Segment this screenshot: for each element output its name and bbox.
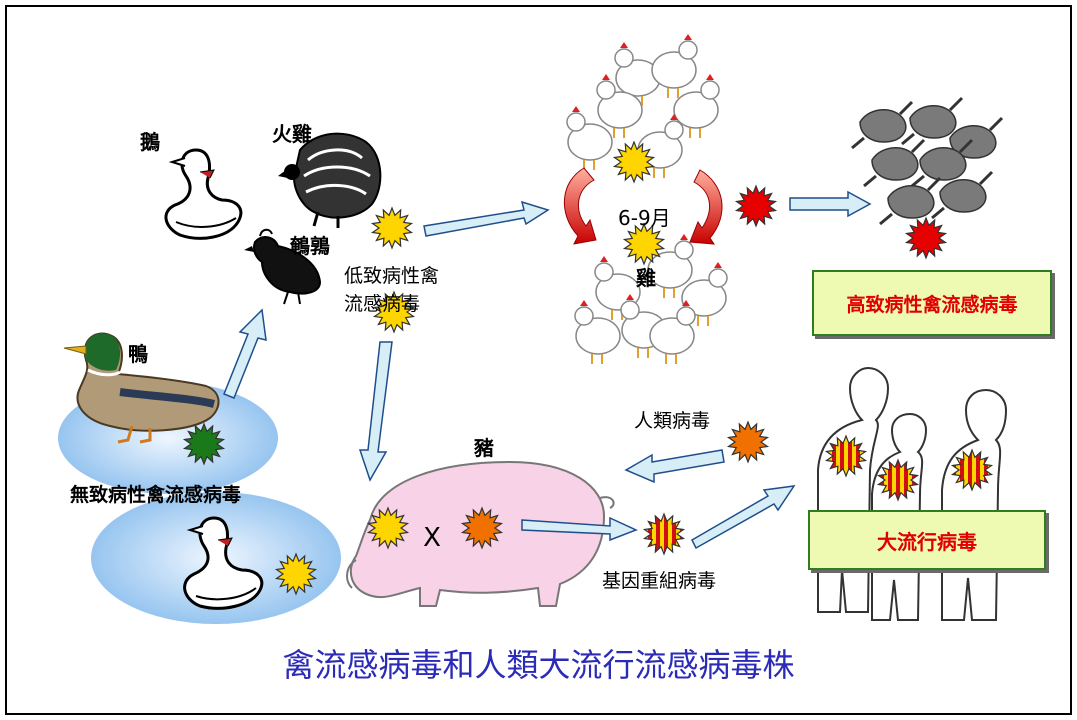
virus-human-in-pig-icon [460, 506, 504, 550]
arrows [223, 190, 872, 550]
arrow-reassortant-to-humans [691, 485, 796, 550]
label-goose: 鵝 [140, 130, 160, 154]
label-chicken: 雞 [636, 266, 656, 290]
human-silhouettes [817, 366, 1008, 621]
virus-in-chickens-lower-icon [622, 222, 666, 266]
virus-reassortant-human-3-icon [950, 448, 994, 492]
virus-reassortant-human-2-icon [876, 458, 920, 502]
slide-title: 禽流感病毒和人類大流行流感病毒株 [282, 646, 795, 684]
virus-avirulent-duck-icon [182, 422, 226, 466]
virus-goose-pond-icon [274, 552, 318, 596]
virus-in-chickens-upper-icon [612, 140, 656, 184]
slide-frame [5, 5, 1072, 715]
virus-avian-in-pig-icon [366, 506, 410, 550]
arrow-lpai-to-chicken [423, 200, 550, 237]
arrow-lpai-to-pig [358, 341, 393, 482]
label-lpai-virus: 低致病性禽 流感病毒 [344, 265, 440, 315]
virus-hpai-emerging-icon [734, 184, 778, 228]
cycle-arrow-left [564, 167, 597, 245]
label-pig: 豬 [474, 436, 494, 460]
virus-hpai-dead-chickens-icon [904, 216, 948, 260]
hpai-box: 高致病性禽流感病毒 [812, 270, 1052, 336]
arrow-human-virus-to-pig [624, 449, 725, 484]
label-turkey: 火雞 [272, 122, 312, 146]
virus-lpai-label-icon [372, 290, 416, 334]
label-duck: 鴨 [128, 342, 148, 366]
pandemic-box-label: 大流行病毒 [877, 529, 977, 554]
hpai-box-label: 高致病性禽流感病毒 [846, 293, 1018, 316]
virus-reassortant-icon [642, 512, 686, 556]
mallard-duck-illustration [63, 332, 220, 444]
arrow-duck-to-land-birds [223, 308, 267, 399]
virus-reassortant-human-1-icon [824, 434, 868, 478]
goose-in-pond-illustration [183, 516, 264, 610]
cycle-arrows [564, 167, 723, 245]
goose-illustration [164, 148, 243, 240]
label-human-virus: 人類病毒 [634, 410, 711, 432]
label-reassortant-virus: 基因重組病毒 [602, 570, 717, 592]
chicken-flock-lower [574, 234, 728, 364]
pandemic-box: 大流行病毒 [808, 510, 1046, 570]
dead-chicken-pile [851, 96, 1004, 226]
turkey-illustration [278, 132, 382, 228]
blocked-x-mark: X [423, 523, 441, 553]
virus-human-icon [726, 420, 770, 464]
quail-illustration [244, 228, 322, 305]
arrow-pig-to-reassortant [521, 516, 638, 542]
cycle-arrow-right [689, 169, 723, 245]
label-avirulent-virus: 無致病性禽流感病毒 [70, 484, 242, 506]
label-months: 6-9月 [618, 206, 671, 230]
virus-lpai-near-birds-icon [370, 206, 414, 250]
label-quail: 鵪鶉 [290, 234, 330, 258]
arrow-chicken-to-hpai [789, 190, 872, 218]
